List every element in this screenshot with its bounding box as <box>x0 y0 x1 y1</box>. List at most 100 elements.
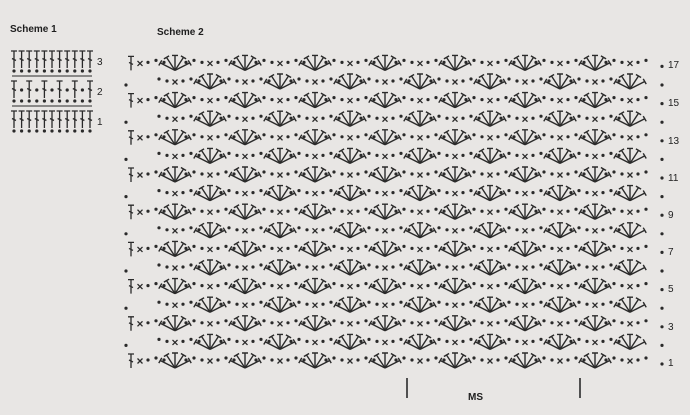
chain-stitch-dot <box>200 358 204 362</box>
treble-fan <box>158 129 192 146</box>
chain-stitch-dot <box>332 170 336 174</box>
treble-fan <box>368 203 402 220</box>
chain-stitch-dot <box>612 207 616 211</box>
chain-stitch-dot <box>302 358 306 362</box>
single-crochet-x <box>452 302 458 309</box>
single-crochet-x <box>627 320 633 327</box>
chain-stitch-dot <box>286 321 290 325</box>
chain-stitch-dot <box>162 246 166 250</box>
chain-stitch-dot <box>262 133 266 137</box>
single-crochet-x <box>137 358 143 364</box>
chain-stitch-dot <box>539 337 543 341</box>
chain-stitch-dot <box>574 133 578 137</box>
chain-stitch-dot <box>332 282 336 286</box>
chain-stitch-dot <box>235 153 239 157</box>
double-crochet-post <box>128 316 134 331</box>
scheme2-row-number: 1 <box>668 358 674 369</box>
chain-stitch-dot <box>12 129 16 133</box>
treble-fan <box>263 147 297 165</box>
chain-stitch-dot <box>612 244 616 248</box>
chain-stitch-dot <box>321 116 325 120</box>
chain-stitch-dot <box>601 191 605 195</box>
treble-fan <box>228 315 262 332</box>
single-crochet-x <box>277 60 283 67</box>
chain-stitch-dot <box>216 60 220 64</box>
single-crochet-x <box>242 227 248 234</box>
chain-stitch-dot <box>410 246 414 250</box>
chain-stitch-dot <box>472 170 476 174</box>
chain-stitch-dot <box>324 284 328 288</box>
chain-stitch-dot <box>12 69 16 73</box>
chain-stitch-dot <box>550 60 554 64</box>
chain-stitch-dot <box>620 284 624 288</box>
chain-stitch-dot <box>337 153 341 157</box>
treble-fan <box>298 240 332 258</box>
chain-stitch-dot <box>356 135 360 139</box>
single-crochet-x <box>347 320 353 327</box>
double-crochet-post <box>33 110 40 128</box>
chain-stitch-dot <box>184 246 188 250</box>
chain-stitch-dot <box>429 116 433 120</box>
single-crochet-x <box>522 227 528 234</box>
chain-stitch-dot <box>227 151 231 155</box>
chain-stitch-dot <box>531 79 535 83</box>
chain-stitch-dot <box>399 226 403 230</box>
chain-stitch-dot <box>539 114 543 118</box>
chain-stitch-dot <box>442 60 446 64</box>
chain-stitch-dot <box>337 116 341 120</box>
treble-fan <box>578 352 612 369</box>
chain-stitch-dot <box>58 69 62 73</box>
chain-stitch-dot <box>157 151 161 155</box>
treble-fan <box>298 203 332 220</box>
chain-stitch-dot <box>585 265 589 269</box>
chain-stitch-dot <box>235 339 239 343</box>
chain-stitch-dot <box>480 135 484 139</box>
chain-stitch-dot <box>294 207 298 211</box>
chain-stitch-dot <box>216 321 220 325</box>
chain-stitch-dot <box>162 209 166 213</box>
chain-stitch-dot <box>410 358 414 362</box>
chain-stitch-dot <box>617 116 621 120</box>
chain-stitch-dot <box>477 191 481 195</box>
chain-stitch-dot <box>375 153 379 157</box>
single-crochet-x <box>522 116 528 123</box>
chain-stitch-dot <box>437 151 441 155</box>
single-crochet-x <box>312 339 318 346</box>
chain-stitch-dot <box>262 282 266 286</box>
treble-fan <box>473 184 507 202</box>
chain-stitch-dot <box>270 135 274 139</box>
chain-stitch-dot <box>146 321 150 325</box>
treble-fan <box>473 333 507 351</box>
treble-fan <box>508 240 542 258</box>
chain-stitch-dot <box>464 321 468 325</box>
chain-stitch-dot <box>332 319 336 323</box>
single-crochet-x <box>277 172 283 178</box>
treble-fan <box>298 91 332 109</box>
chain-stitch-dot <box>609 151 613 155</box>
treble-fan <box>613 222 647 239</box>
chain-stitch-dot <box>504 133 508 137</box>
chain-stitch-dot <box>302 284 306 288</box>
chain-stitch-dot <box>50 69 54 73</box>
chain-stitch-dot <box>321 339 325 343</box>
chain-stitch-dot <box>364 319 368 323</box>
single-crochet-x <box>627 246 633 253</box>
chain-stitch-dot <box>534 284 538 288</box>
chain-stitch-dot <box>197 191 201 195</box>
chain-stitch-dot <box>504 356 508 360</box>
chain-stitch-dot <box>259 77 263 81</box>
chain-stitch-dot <box>660 139 664 143</box>
chain-stitch-dot <box>539 151 543 155</box>
chain-stitch-dot <box>42 99 47 103</box>
chain-stitch-dot <box>356 321 360 325</box>
single-crochet-x <box>242 153 248 160</box>
chain-stitch-dot <box>410 284 414 288</box>
chain-stitch-dot <box>232 60 236 64</box>
chain-stitch-dot <box>267 339 271 343</box>
chain-stitch-dot <box>184 209 188 213</box>
chain-stitch-dot <box>480 60 484 64</box>
chain-stitch-dot <box>620 358 624 362</box>
chain-stitch-dot <box>165 228 169 232</box>
chain-stitch-dot <box>550 172 554 176</box>
single-crochet-x <box>487 134 493 141</box>
